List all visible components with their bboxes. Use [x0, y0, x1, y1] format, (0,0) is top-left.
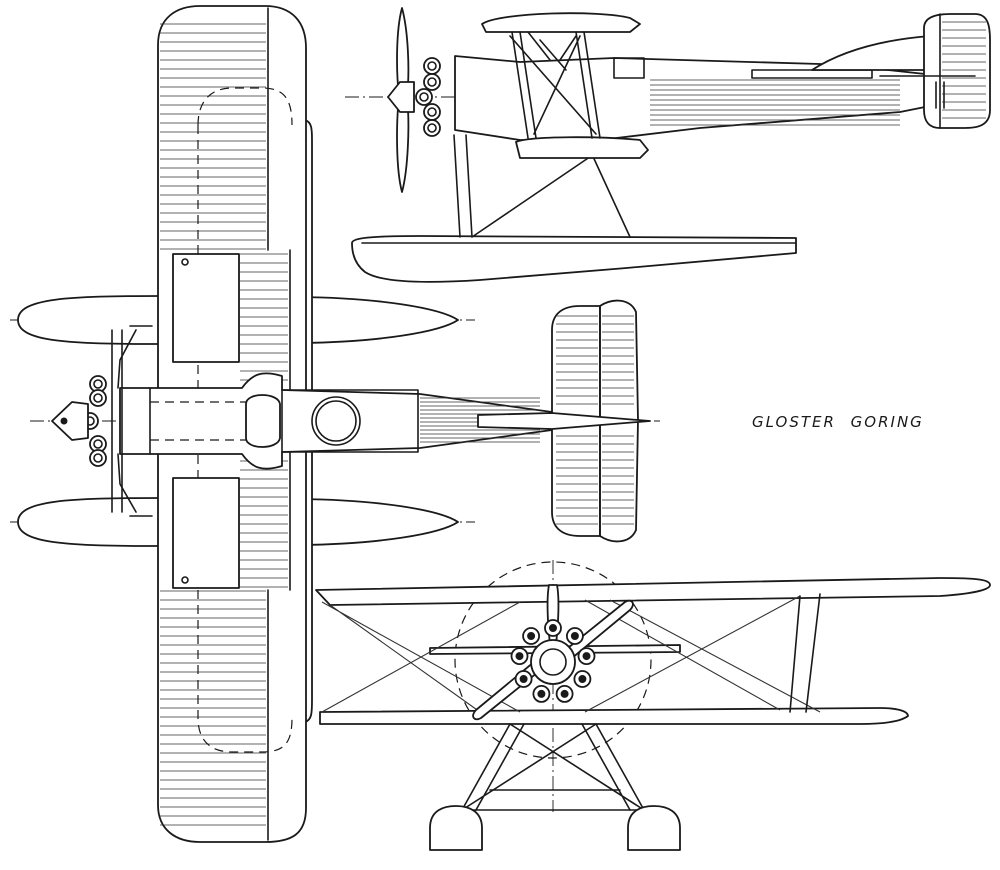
float-side [351, 235, 797, 283]
fuselage-plan [119, 372, 553, 470]
front-view [315, 560, 991, 851]
aircraft-title: GLOSTER GORING [752, 413, 924, 431]
engine-plan [51, 325, 153, 517]
side-view [345, 7, 991, 283]
fin-side [811, 13, 991, 129]
tailplane-plan [477, 299, 651, 543]
propeller-side [387, 7, 441, 193]
plan-view [10, 5, 660, 843]
